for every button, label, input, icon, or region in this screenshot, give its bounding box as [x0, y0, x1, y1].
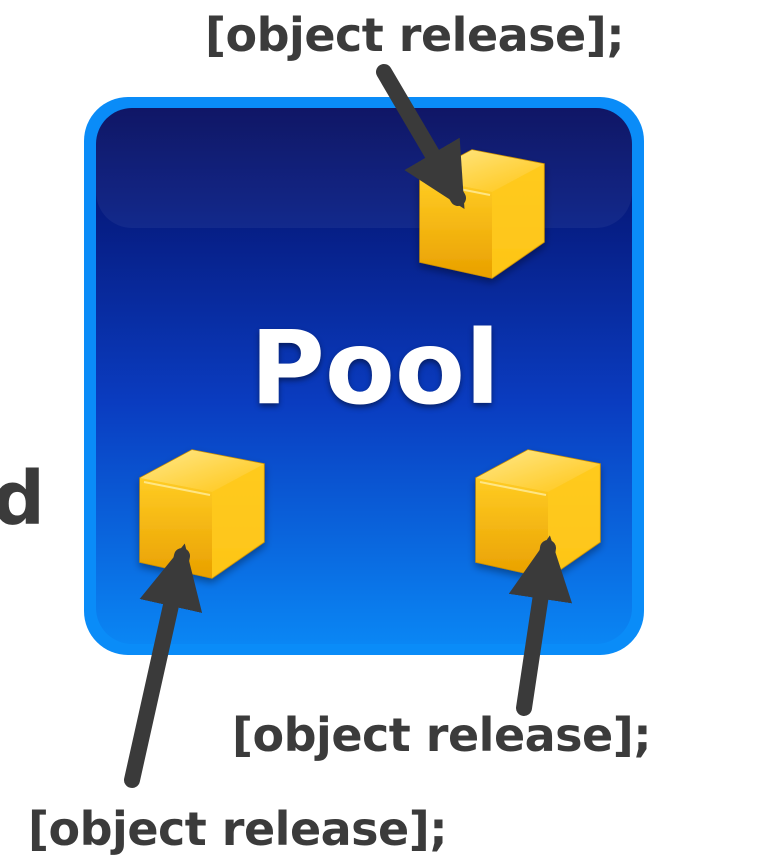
cut-off-text: d — [0, 456, 45, 542]
release-label-right: [object release]; — [232, 708, 652, 762]
arrow-icon — [124, 543, 203, 788]
arrow-icon — [376, 64, 466, 210]
release-label-top: [object release]; — [205, 8, 625, 62]
release-label-bottom: [object release]; — [28, 802, 448, 856]
pool-title: Pool — [250, 309, 500, 428]
pool-gloss — [96, 108, 632, 228]
arrow-icon — [508, 535, 573, 716]
